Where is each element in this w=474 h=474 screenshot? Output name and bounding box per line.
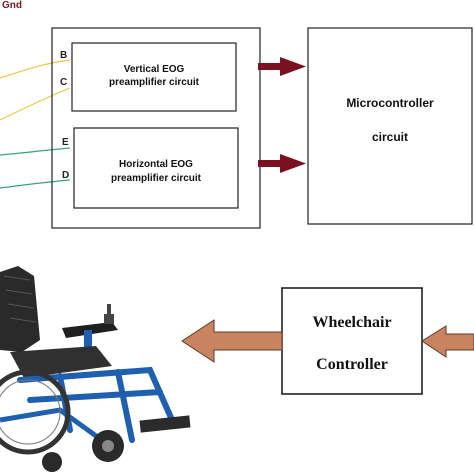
microcontroller-line1: Microcontroller <box>346 96 434 110</box>
wheelchair-rear-wheel <box>0 369 71 455</box>
wheelchair-seat <box>10 346 112 378</box>
pin-e-label: E <box>62 137 69 148</box>
wheelchair-backrest <box>0 266 40 352</box>
vertical-eog-box <box>71 42 237 112</box>
pin-b-label: B <box>60 50 68 61</box>
horizontal-eog-line2: preamplifier circuit <box>110 173 202 184</box>
horizontal-eog-box <box>73 127 239 209</box>
pin-c-label: C <box>60 77 68 88</box>
wheelchair-illustration <box>0 266 191 472</box>
vertical-eog-line1: Vertical EOG <box>123 64 185 75</box>
arrow-into-controller <box>421 325 474 358</box>
microcontroller-box <box>307 27 473 225</box>
arrow-to-wheelchair <box>181 319 283 363</box>
pin-d-label: D <box>62 170 70 181</box>
vertical-eog-line2: preamplifier circuit <box>108 77 200 88</box>
wire-e <box>0 147 71 156</box>
wire-d <box>0 179 71 189</box>
arrow-to-mcu-bottom <box>258 154 306 173</box>
wheelchair-footrest <box>139 415 191 433</box>
preamplifier-enclosure <box>51 27 261 229</box>
wire-b <box>0 59 71 79</box>
wire-c <box>0 87 71 121</box>
wheelchair-controller-box <box>281 287 423 395</box>
wheelchair-controller-line2: Controller <box>316 356 388 373</box>
arrow-to-mcu-top <box>258 57 306 76</box>
horizontal-eog-line1: Horizontal EOG <box>119 159 193 170</box>
electrode-wires <box>0 59 71 189</box>
wheelchair-controller-line1: Wheelchair <box>312 314 392 331</box>
wheelchair-joystick <box>104 314 114 324</box>
ground-label: Gnd <box>2 0 22 11</box>
microcontroller-line2: circuit <box>371 130 408 144</box>
